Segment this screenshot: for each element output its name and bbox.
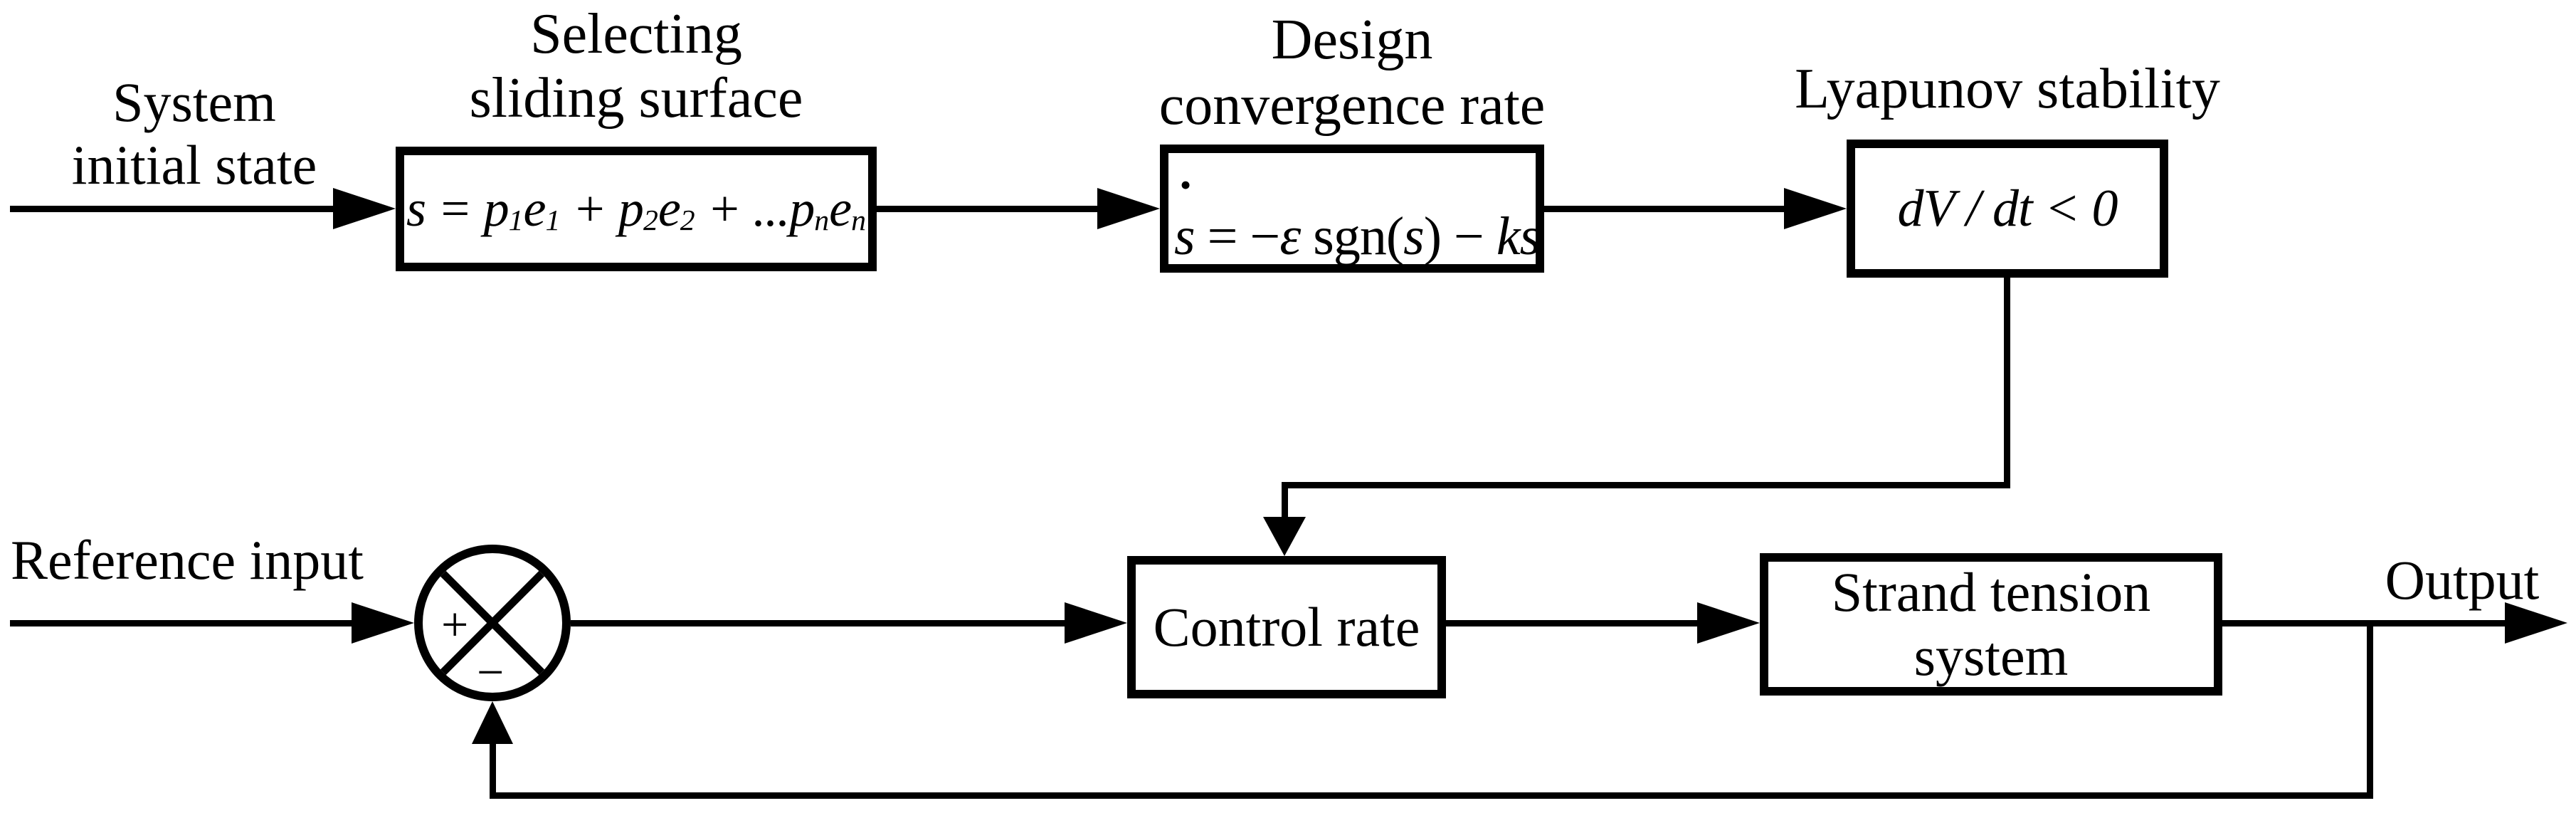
convergence-caption: Design convergence rate — [1146, 7, 1558, 138]
arrowhead-control-to-strand-icon — [1697, 602, 1760, 644]
line-control-to-strand — [1446, 620, 1697, 626]
line-surface-to-convergence — [877, 206, 1099, 212]
connector-lyapunov-down — [2004, 278, 2010, 488]
sliding-surface-box: s = p1e1 + p2e2 + ...pnen — [396, 147, 877, 271]
f2-part: s — [1403, 206, 1425, 266]
f2-part: = − — [1194, 206, 1281, 266]
convergence-formula: s = −ε sgn(s) − ks — [1174, 206, 1541, 268]
system-input-arrowhead-icon — [333, 188, 396, 229]
f2-part: ks — [1496, 206, 1541, 266]
f1-sub: 2 — [680, 204, 695, 237]
reference-arrowhead-icon — [352, 602, 414, 644]
f2-part: sgn( — [1300, 206, 1404, 266]
plus-sign: + — [441, 597, 469, 651]
f1-sub: 2 — [643, 204, 658, 237]
sliding-surface-caption: Selecting sliding surface — [423, 2, 850, 130]
strand-tension-line2: system — [1913, 625, 2069, 687]
lyapunov-formula: dV / dt < 0 — [1897, 179, 2118, 238]
f1-part: e — [523, 180, 547, 237]
reference-input-label: Reference input — [11, 528, 364, 592]
feedback-bottom-line — [490, 792, 2373, 799]
system-initial-state-line1: System — [112, 71, 276, 133]
s-dot-overdot: • — [1180, 167, 1192, 203]
system-initial-state-line2: initial state — [71, 134, 317, 196]
sliding-surface-formula: s = p1e1 + p2e2 + ...pnen — [406, 179, 866, 238]
strand-tension-label: Strand tension system — [1832, 560, 2150, 688]
system-input-line — [10, 206, 334, 212]
strand-tension-line1: Strand tension — [1831, 561, 2151, 623]
output-arrowhead-icon — [2505, 602, 2567, 644]
convergence-caption-line2: convergence rate — [1158, 74, 1546, 137]
f1-sub: 1 — [508, 204, 524, 237]
feedback-up-line — [490, 740, 496, 795]
convergence-caption-line1: Design — [1271, 9, 1433, 71]
sliding-surface-caption-line2: sliding surface — [469, 67, 803, 130]
sliding-surface-caption-line1: Selecting — [530, 3, 742, 65]
arrowhead-junction-to-control-icon — [1065, 602, 1127, 644]
convergence-box: • s = −ε sgn(s) − ks — [1160, 145, 1544, 273]
lyapunov-box: dV / dt < 0 — [1847, 140, 2168, 278]
f1-sub: n — [814, 204, 830, 237]
system-initial-state-label: System initial state — [16, 71, 372, 196]
reference-input-text: Reference input — [11, 529, 364, 591]
arrowhead-surface-to-convergence-icon — [1097, 188, 1160, 229]
lyapunov-caption-text: Lyapunov stability — [1795, 58, 2220, 120]
f1-part: e — [658, 180, 681, 237]
arrowhead-into-control-rate-icon — [1263, 517, 1306, 556]
f1-part: + ...p — [695, 180, 815, 237]
f1-part: e — [829, 180, 852, 237]
output-text: Output — [2385, 549, 2540, 611]
f1-sub: n — [851, 204, 866, 237]
summing-junction: + − — [414, 545, 571, 701]
lyapunov-caption: Lyapunov stability — [1794, 57, 2221, 121]
control-rate-label: Control rate — [1153, 596, 1420, 658]
minus-sign: − — [477, 645, 505, 699]
arrowhead-convergence-to-lyapunov-icon — [1784, 188, 1847, 229]
f2-part: ) − — [1423, 206, 1496, 266]
output-line — [2222, 620, 2505, 626]
f1-part: + p — [560, 180, 644, 237]
strand-tension-box: Strand tension system — [1760, 553, 2222, 696]
f2-part: s — [1174, 206, 1195, 266]
f1-part: s = p — [406, 180, 510, 237]
connector-lyapunov-horizontal — [1282, 482, 2010, 488]
f2-part: ε — [1279, 206, 1301, 266]
feedback-arrowhead-icon — [472, 701, 513, 744]
line-convergence-to-lyapunov — [1544, 206, 1785, 212]
output-label: Output — [2363, 548, 2562, 612]
connector-into-control-rate — [1282, 482, 1288, 521]
control-rate-box: Control rate — [1127, 556, 1446, 698]
line-junction-to-control — [571, 620, 1065, 626]
reference-input-line — [10, 620, 352, 626]
f1-sub: 1 — [545, 204, 561, 237]
feedback-branch-down — [2367, 623, 2373, 799]
